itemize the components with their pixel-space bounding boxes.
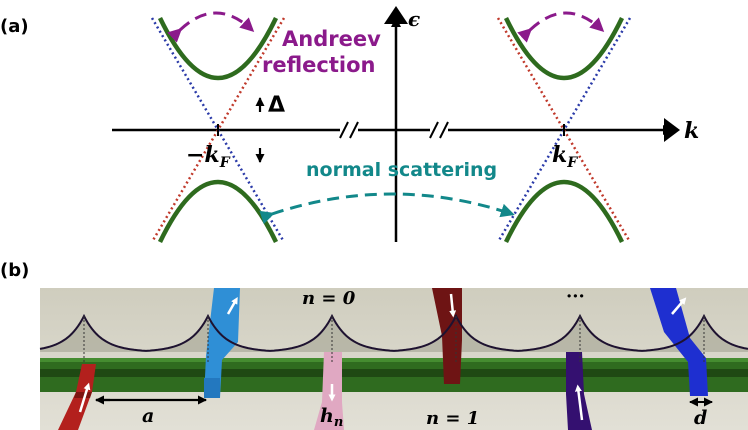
normal-scattering-label: normal scattering [306,159,497,181]
right-upper-band [503,17,625,80]
momentum-axis-arrowhead [664,118,680,142]
ellipsis-label: ··· [566,286,585,307]
left-andreev-arrow [167,11,255,43]
n0-label: n = 0 [302,288,356,309]
right-andreev-arrow [517,11,605,43]
right-lower-band [503,180,625,243]
right-dispersion [496,17,632,243]
spin-arrow-purple [574,384,584,421]
normal-scattering-arrow [259,192,515,225]
andreev-label-line1: Andreev [282,27,381,51]
n1-label: n = 1 [426,408,479,429]
height-label-h: hn [320,405,343,430]
gap-label: Δ [268,93,285,118]
magnet-blue [204,288,240,398]
magnet-darkred [432,288,462,384]
spacing-label-a: a [142,405,154,427]
wavefunction-outline [39,313,748,362]
andreev-label-line2: reflection [262,53,375,77]
minus-kf-label: −kF [186,142,231,171]
energy-axis-label: ϵ [408,7,420,31]
left-upper-band [157,17,279,80]
spin-arrow-darkred [449,293,457,318]
magnet-pink [314,352,344,430]
axis-break-right [429,121,449,139]
kf-label: kF [552,142,578,171]
peak-curve [39,313,748,352]
panel-b-label: (b) [0,260,29,281]
nanowire-shadow [40,369,748,377]
left-lower-band [157,180,279,243]
magnet-red-left [58,364,96,430]
spin-arrow-blue [226,296,238,315]
energy-axis-arrowhead [384,6,408,24]
chain-scene [40,288,748,430]
panel-a-label: (a) [0,16,29,37]
axis-break-left [339,121,359,139]
width-label-d: d [694,407,707,429]
magnet-purple [566,352,592,430]
spin-arrow-royal [671,297,687,315]
spin-arrow-red [78,382,91,413]
momentum-axis-label: k [684,118,699,144]
